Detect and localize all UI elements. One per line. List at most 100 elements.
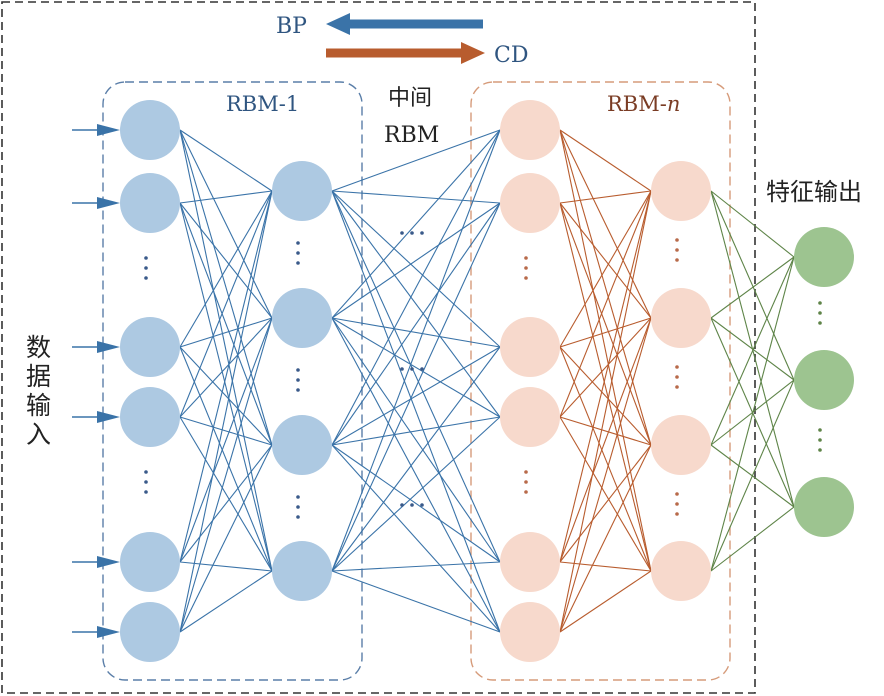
input-node: [120, 387, 180, 447]
horizontal-ellipsis-dot: [400, 503, 404, 507]
hidden-n-node: [651, 161, 711, 221]
rbm-1-edge: [179, 190, 273, 348]
rbm-1-edge: [179, 202, 273, 446]
connection-lines: [179, 129, 795, 633]
middle-rbm-edge: [331, 190, 501, 418]
rbm-n-suffix: n: [667, 92, 681, 116]
middle-rbm-edge: [331, 202, 501, 446]
vertical-ellipsis-dot: [818, 301, 822, 305]
output-edge: [710, 190, 795, 381]
vertical-ellipsis-dot: [296, 261, 300, 265]
vertical-ellipsis-dot: [675, 248, 679, 252]
middle-rbm-edge: [331, 202, 501, 319]
rbm-n-edge: [559, 561, 652, 572]
middle-rbm-edge: [331, 129, 501, 446]
input-label-char-2: 据: [26, 362, 51, 391]
visible-n-node: [500, 532, 560, 592]
output-label: 特征输出: [766, 178, 862, 206]
hidden-n-node: [651, 288, 711, 348]
rbm-n-edge: [559, 190, 652, 348]
rbm-1-edge: [179, 444, 273, 563]
rbm-n-edge: [559, 190, 652, 204]
cd-label: CD: [494, 43, 528, 68]
rbm-1-edge: [179, 444, 273, 633]
input-arrow-head: [97, 626, 120, 638]
visible-n-node: [500, 602, 560, 662]
vertical-ellipsis-dot: [524, 470, 528, 474]
rbm-n-edge: [559, 444, 652, 563]
rbm-1-edge: [179, 190, 273, 418]
vertical-ellipsis-dot: [144, 470, 148, 474]
output-edge: [710, 256, 795, 572]
vertical-ellipsis-dot: [296, 495, 300, 499]
input-node: [120, 100, 180, 160]
middle-rbm-edge: [331, 202, 501, 572]
hidden-1-node: [272, 288, 332, 348]
vertical-ellipsis-dot: [144, 256, 148, 260]
output-edge: [710, 256, 795, 319]
horizontal-ellipsis-dot: [420, 231, 424, 235]
middle-rbm-edge: [331, 129, 501, 319]
rbm-n-edge: [559, 416, 652, 446]
vertical-ellipsis-dot: [296, 515, 300, 519]
vertical-ellipsis-dot: [675, 365, 679, 369]
vertical-ellipsis-dot: [675, 238, 679, 242]
output-node: [794, 227, 854, 287]
rbm-n-edge: [559, 129, 652, 192]
input-arrow-head: [97, 197, 120, 209]
vertical-ellipsis-dot: [818, 448, 822, 452]
horizontal-ellipsis-dot: [410, 367, 414, 371]
rbm-1-edge: [179, 346, 273, 572]
rbm-1-edge: [179, 317, 273, 633]
rbm-n-edge: [559, 317, 652, 348]
output-edge: [710, 256, 795, 446]
input-label-char-4: 入: [26, 420, 51, 449]
hidden-1-node: [272, 541, 332, 601]
middle-rbm-edge: [331, 129, 501, 192]
rbm-n-edge: [559, 444, 652, 633]
vertical-ellipsis-dot: [524, 490, 528, 494]
middle-rbm-edge: [331, 317, 501, 563]
output-edge: [710, 317, 795, 381]
middle-rbm-edge: [331, 129, 501, 572]
hidden-1-node: [272, 415, 332, 475]
rbm-1-edge: [179, 129, 273, 572]
bp-label: BP: [276, 14, 307, 39]
hidden-1-node: [272, 161, 332, 221]
input-arrow-head: [97, 341, 120, 353]
middle-rbm-edge: [331, 317, 501, 418]
horizontal-ellipsis-dot: [420, 367, 424, 371]
vertical-ellipsis-dot: [675, 375, 679, 379]
vertical-ellipsis-dot: [524, 256, 528, 260]
middle-rbm-edge: [331, 570, 501, 633]
output-node: [794, 350, 854, 410]
middle-rbm-label-line2: RBM: [384, 123, 439, 148]
vertical-ellipsis-dot: [296, 505, 300, 509]
horizontal-ellipsis-dot: [400, 231, 404, 235]
cd-arrow: [326, 42, 485, 64]
rbm-n-edge: [559, 346, 652, 572]
horizontal-ellipsis-dot: [400, 367, 404, 371]
visible-n-node: [500, 387, 560, 447]
middle-rbm-edge: [331, 190, 501, 563]
rbm-1-edge: [179, 190, 273, 633]
rbm-1-edge: [179, 202, 273, 572]
vertical-ellipsis-dot: [818, 311, 822, 315]
rbm-1-edge: [179, 416, 273, 446]
middle-rbm-edge: [331, 317, 501, 348]
rbm-n-edge: [559, 202, 652, 319]
input-node: [120, 532, 180, 592]
middle-rbm-edge: [331, 190, 501, 633]
rbm-1-edge: [179, 190, 273, 563]
input-arrows: [72, 124, 120, 638]
input-node: [120, 602, 180, 662]
middle-rbm-edge: [331, 444, 501, 633]
middle-rbm-edge: [331, 416, 501, 572]
vertical-ellipsis-dot: [675, 258, 679, 262]
vertical-ellipsis-dot: [524, 266, 528, 270]
rbm-n-edge: [559, 190, 652, 563]
rbm-n-edge: [559, 202, 652, 446]
middle-rbm-edge: [331, 317, 501, 633]
hidden-n-node: [651, 415, 711, 475]
rbm-1-edge: [179, 202, 273, 319]
